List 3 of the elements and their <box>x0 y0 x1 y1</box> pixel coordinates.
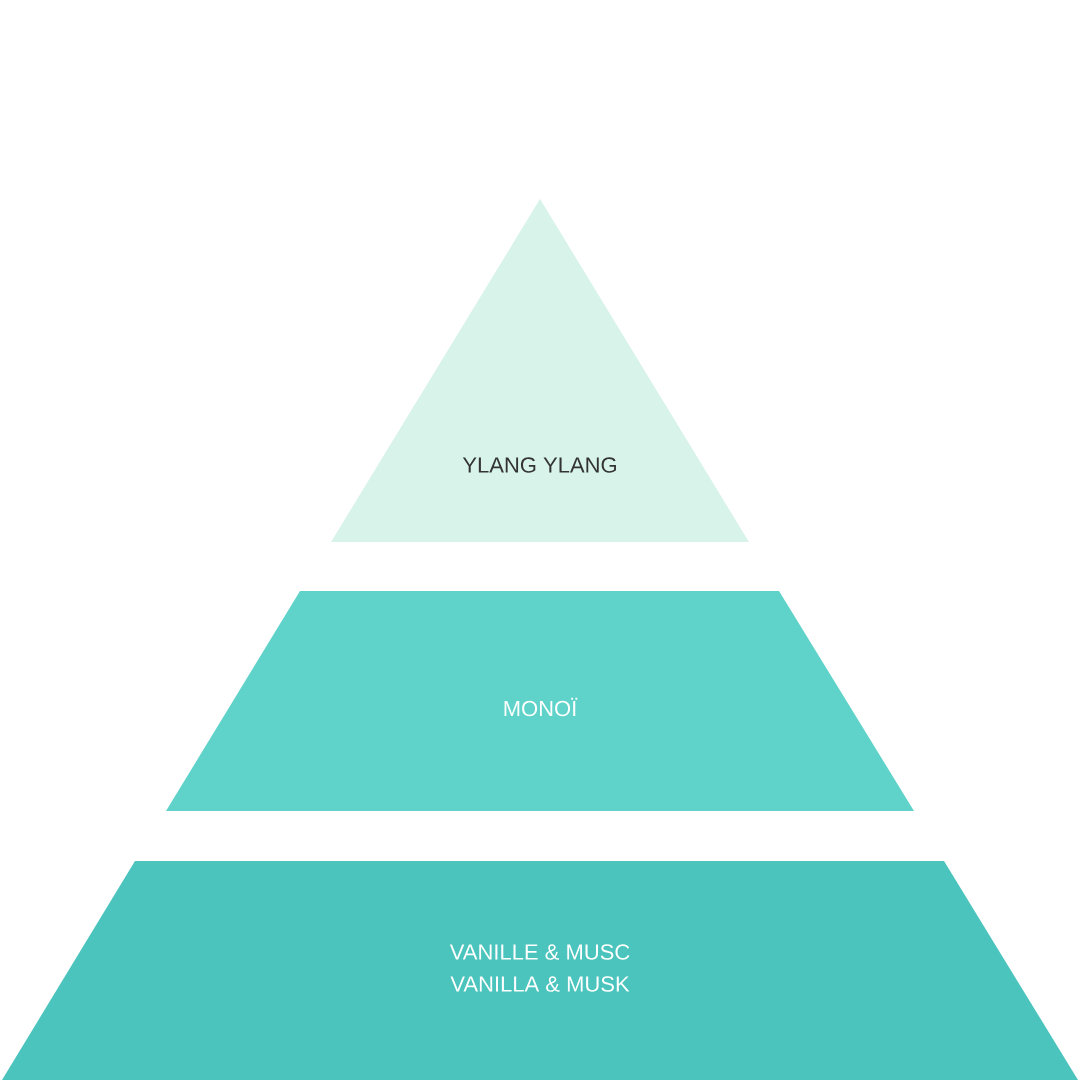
pyramid-base-tier: VANILLE & MUSC VANILLA & MUSK <box>2 861 1078 1080</box>
pyramid-middle-tier: MONOÏ <box>166 591 914 811</box>
pyramid-top-tier: YLANG YLANG <box>331 199 749 542</box>
